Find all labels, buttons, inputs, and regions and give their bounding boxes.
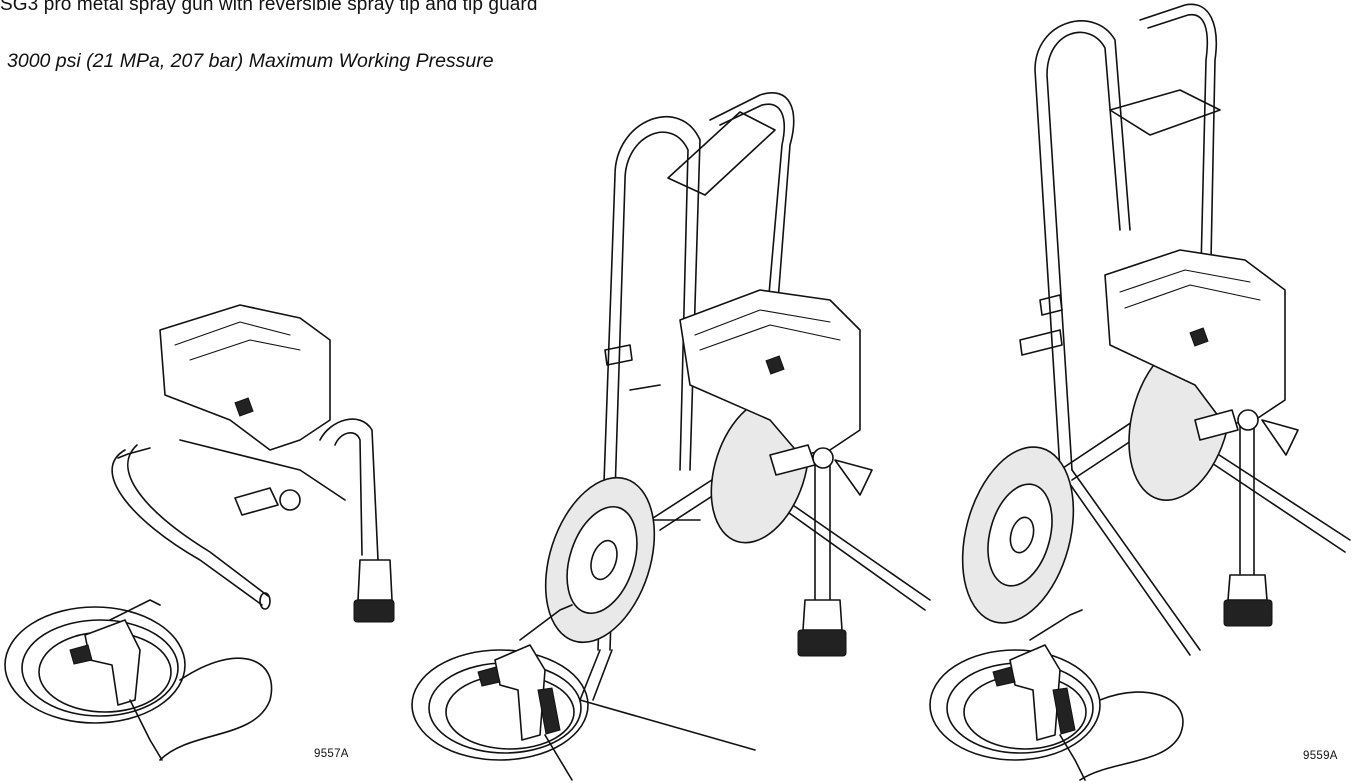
max-pressure-heading: 3000 psi (21 MPa, 207 bar) Maximum Worki… <box>7 50 494 72</box>
figure-label: 9557A <box>314 748 349 760</box>
page-caption: SG3 pro metal spray gun with reversible … <box>0 0 538 15</box>
figure-label: 9559A <box>1303 750 1338 762</box>
